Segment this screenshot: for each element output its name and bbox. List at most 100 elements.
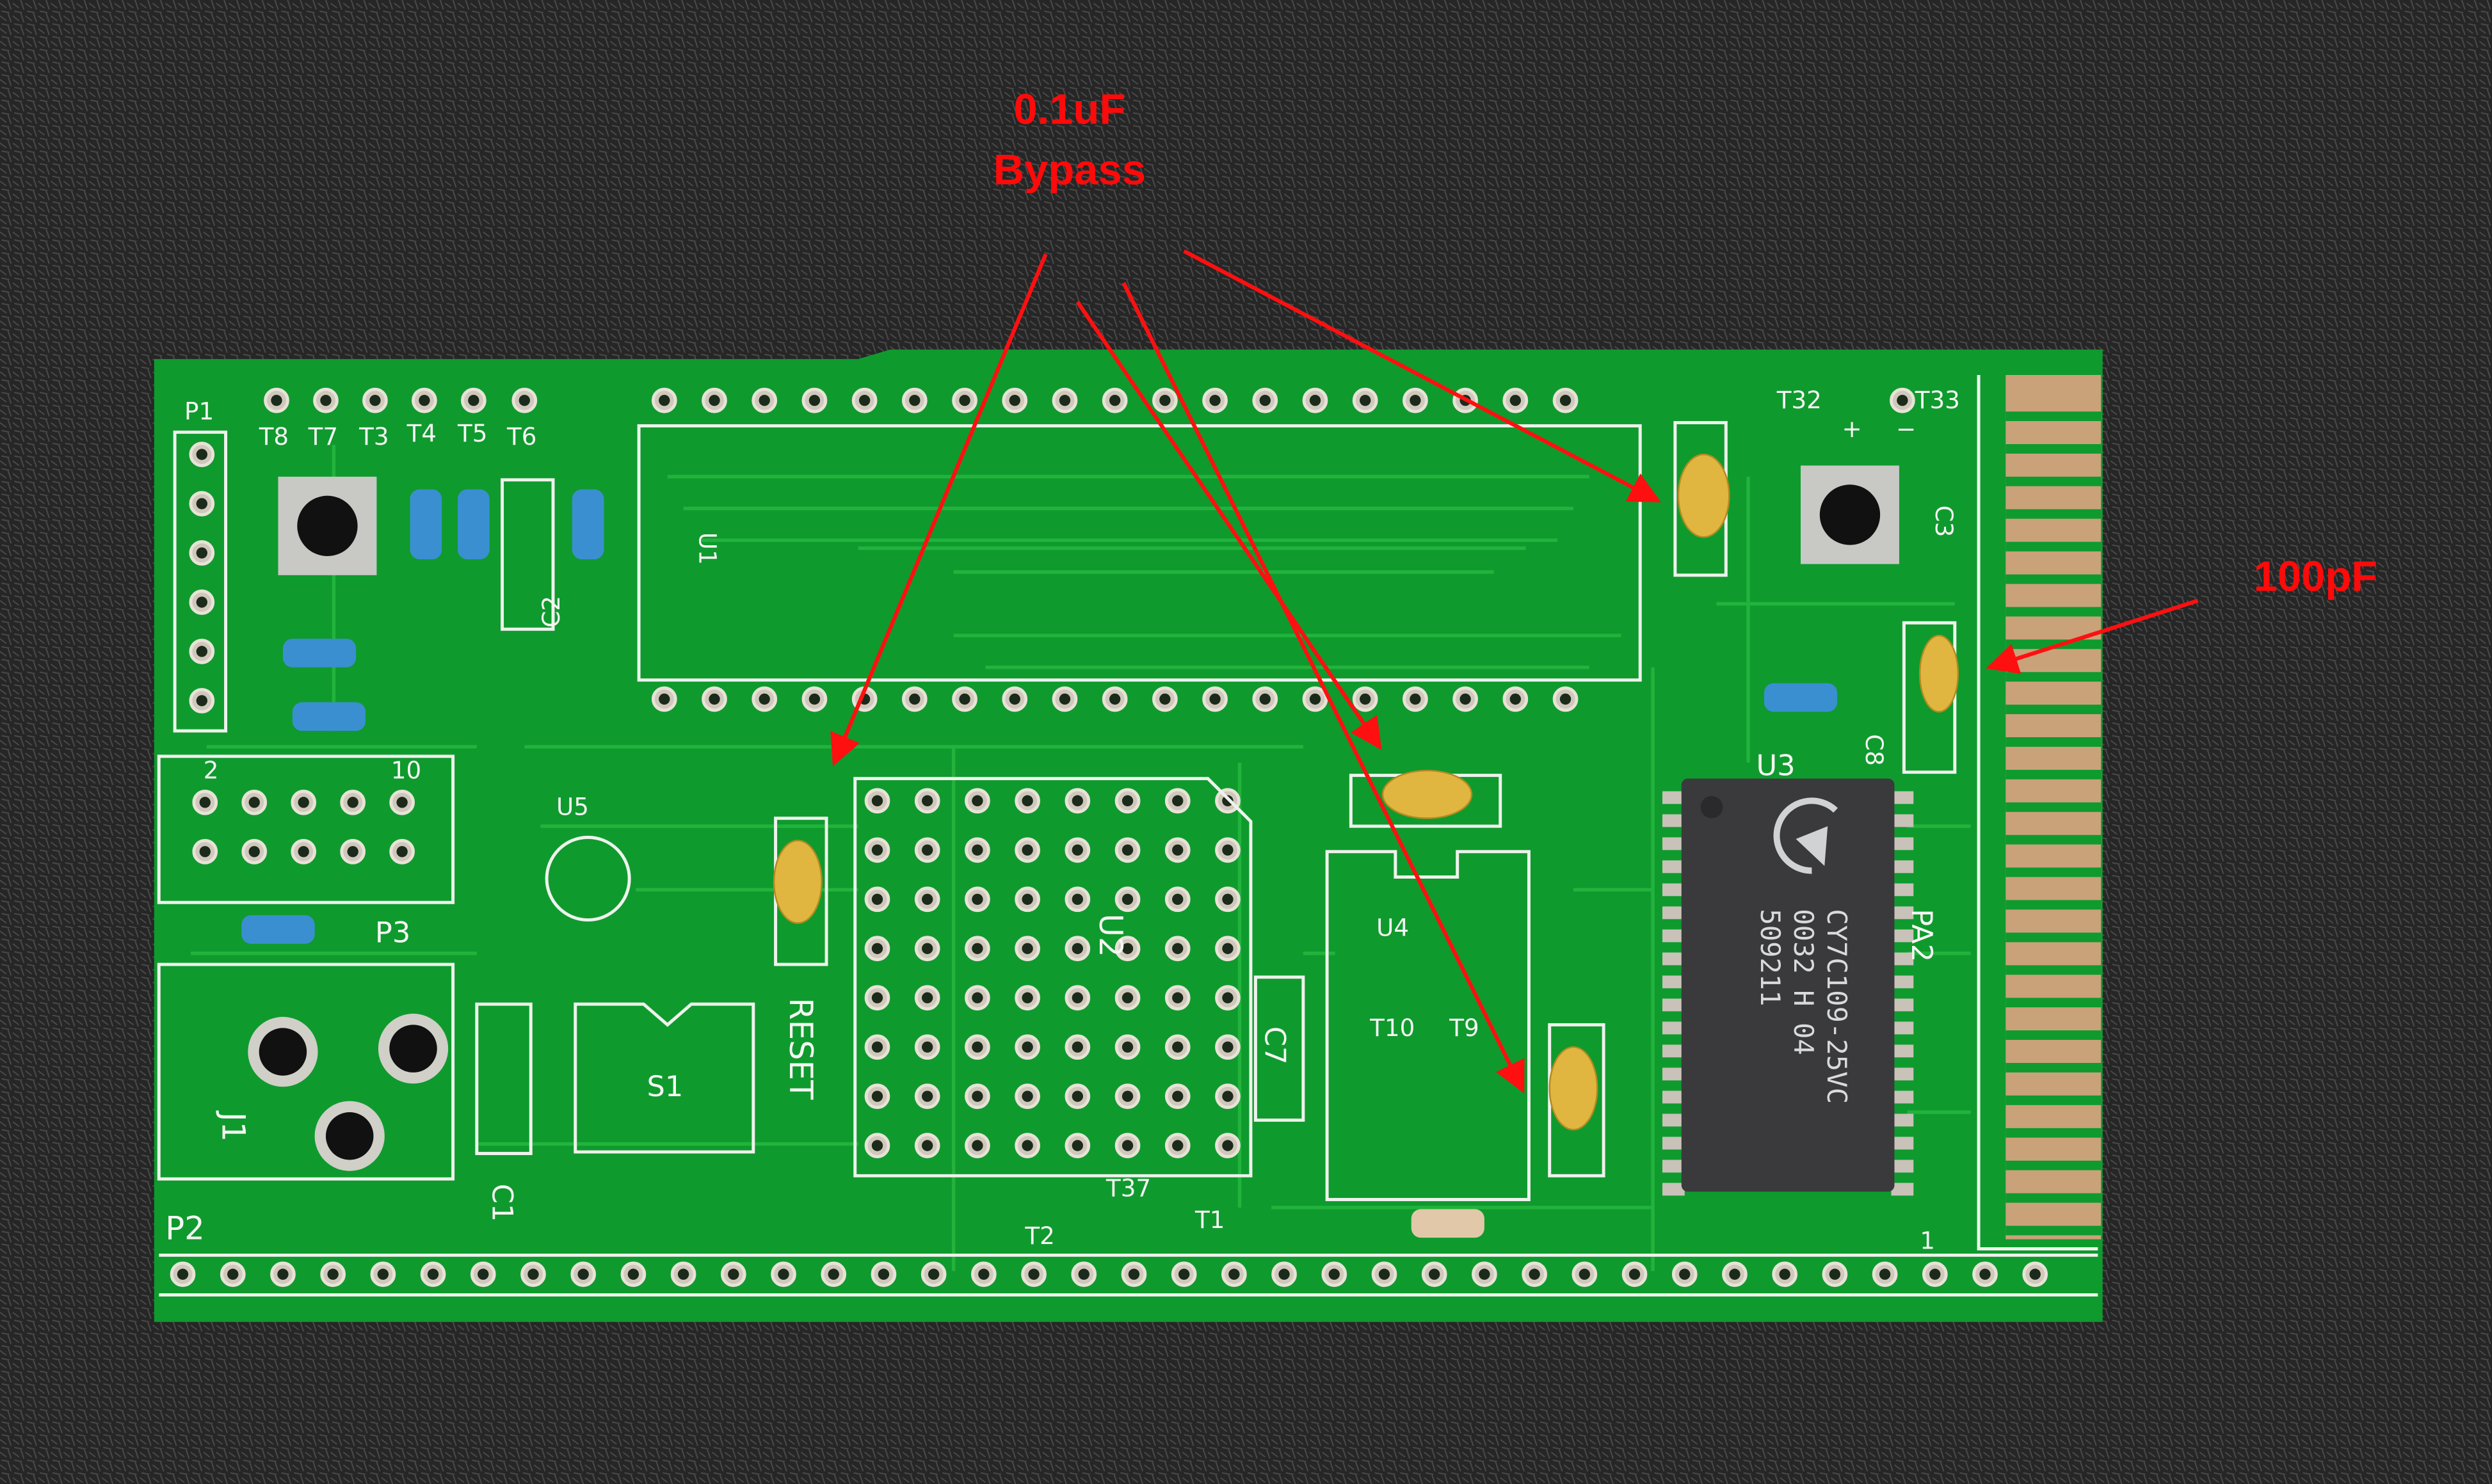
via-hole bbox=[1479, 1268, 1490, 1280]
via-hole bbox=[871, 844, 883, 856]
100pf-capacitor bbox=[1918, 634, 1959, 713]
via-hole bbox=[728, 1268, 739, 1280]
via-hole bbox=[396, 797, 408, 808]
via-hole bbox=[871, 992, 883, 1003]
label-p3: P3 bbox=[375, 916, 410, 949]
label-t32: T32 bbox=[1776, 386, 1822, 414]
via-hole bbox=[1121, 1140, 1134, 1151]
arrow bbox=[1075, 301, 1382, 751]
resistors bbox=[241, 489, 1838, 1238]
via-hole bbox=[1309, 693, 1321, 705]
via-hole bbox=[871, 893, 883, 905]
chip-pin bbox=[1662, 814, 1685, 827]
via-hole bbox=[1022, 893, 1033, 905]
chip-pin bbox=[1891, 998, 1914, 1012]
via-hole bbox=[1121, 844, 1134, 856]
via-hole bbox=[1259, 693, 1271, 705]
via-hole bbox=[709, 693, 720, 705]
via-hole bbox=[922, 893, 933, 905]
via-hole bbox=[1559, 395, 1572, 406]
via-hole bbox=[922, 1140, 933, 1151]
via-hole bbox=[1779, 1268, 1790, 1280]
via-hole bbox=[347, 797, 358, 808]
via-hole bbox=[327, 1268, 339, 1280]
via-hole bbox=[972, 992, 983, 1003]
label-u5: U5 bbox=[556, 793, 589, 821]
via-hole bbox=[1159, 395, 1171, 406]
u1-outline bbox=[637, 424, 1642, 682]
label-p1: P1 bbox=[184, 397, 214, 425]
via-hole bbox=[1429, 1268, 1440, 1280]
annotation-bypass-value: 0.1uF bbox=[1013, 86, 1125, 134]
via-hole bbox=[1729, 1268, 1740, 1280]
via-hole bbox=[1022, 992, 1033, 1003]
via-hole bbox=[972, 1041, 983, 1053]
via-hole bbox=[1579, 1268, 1591, 1280]
via-hole bbox=[1078, 1268, 1089, 1280]
via-hole bbox=[377, 1268, 389, 1280]
via-hole bbox=[1172, 844, 1184, 856]
chip-date-code: 0032 H 04 bbox=[1788, 909, 1819, 1055]
via-hole bbox=[1022, 1090, 1033, 1102]
via-hole bbox=[1459, 693, 1471, 705]
label-c3: C3 bbox=[1930, 506, 1958, 538]
via-hole bbox=[1172, 1041, 1184, 1053]
via-hole bbox=[1072, 992, 1084, 1003]
via-hole bbox=[277, 1268, 289, 1280]
via-hole bbox=[1072, 943, 1084, 954]
via-hole bbox=[972, 943, 983, 954]
chip-pin bbox=[1891, 1044, 1914, 1058]
via-hole bbox=[1022, 1140, 1033, 1151]
chip-pin bbox=[1891, 1021, 1914, 1035]
via-hole bbox=[778, 1268, 789, 1280]
chip-pin bbox=[1662, 1160, 1685, 1173]
via-hole bbox=[1172, 992, 1184, 1003]
chip-pin bbox=[1891, 975, 1914, 989]
via-hole bbox=[909, 693, 920, 705]
bypass-capacitor bbox=[1548, 1046, 1598, 1131]
via-hole bbox=[227, 1268, 239, 1280]
via-hole bbox=[2029, 1268, 2041, 1280]
label-2: 2 bbox=[204, 756, 219, 785]
annotation-100pf: 100pF bbox=[2254, 553, 2378, 601]
label-t2: T2 bbox=[1024, 1222, 1054, 1250]
via-hole bbox=[1072, 1140, 1084, 1151]
via-hole bbox=[972, 1090, 983, 1102]
via-hole bbox=[709, 395, 720, 406]
capacitors bbox=[773, 453, 1959, 1131]
label-minus: − bbox=[1896, 415, 1916, 443]
label-c7: C7 bbox=[1258, 1026, 1291, 1065]
chip-pin bbox=[1662, 975, 1685, 989]
via-hole bbox=[1059, 395, 1071, 406]
label-u3: U3 bbox=[1756, 749, 1795, 783]
via-hole bbox=[1410, 395, 1421, 406]
chip-pin bbox=[1662, 1113, 1685, 1127]
via-hole bbox=[922, 992, 933, 1003]
via-hole bbox=[196, 547, 208, 559]
via-hole bbox=[1121, 1090, 1134, 1102]
via-hole bbox=[1222, 1090, 1234, 1102]
via-hole bbox=[922, 1041, 933, 1053]
label-t5: T5 bbox=[457, 419, 487, 447]
chip-pin bbox=[1891, 1183, 1914, 1196]
via-hole bbox=[347, 846, 358, 858]
via-hole bbox=[1222, 893, 1234, 905]
label-t33: T33 bbox=[1915, 386, 1960, 414]
via-hole bbox=[1072, 1041, 1084, 1053]
via-hole bbox=[1028, 1268, 1040, 1280]
label-t1: T1 bbox=[1194, 1206, 1225, 1234]
via-hole bbox=[878, 1268, 890, 1280]
via-hole bbox=[627, 1268, 639, 1280]
via-hole bbox=[271, 395, 282, 406]
chip-pin bbox=[1662, 837, 1685, 850]
via-hole bbox=[922, 795, 933, 807]
via-hole bbox=[909, 395, 920, 406]
via-hole bbox=[1172, 795, 1184, 807]
via-hole bbox=[1072, 844, 1084, 856]
via-hole bbox=[1109, 693, 1121, 705]
via-hole bbox=[1022, 844, 1033, 856]
via-hole bbox=[1072, 1090, 1084, 1102]
via-hole bbox=[1360, 693, 1371, 705]
via-hole bbox=[922, 844, 933, 856]
via-hole bbox=[871, 943, 883, 954]
